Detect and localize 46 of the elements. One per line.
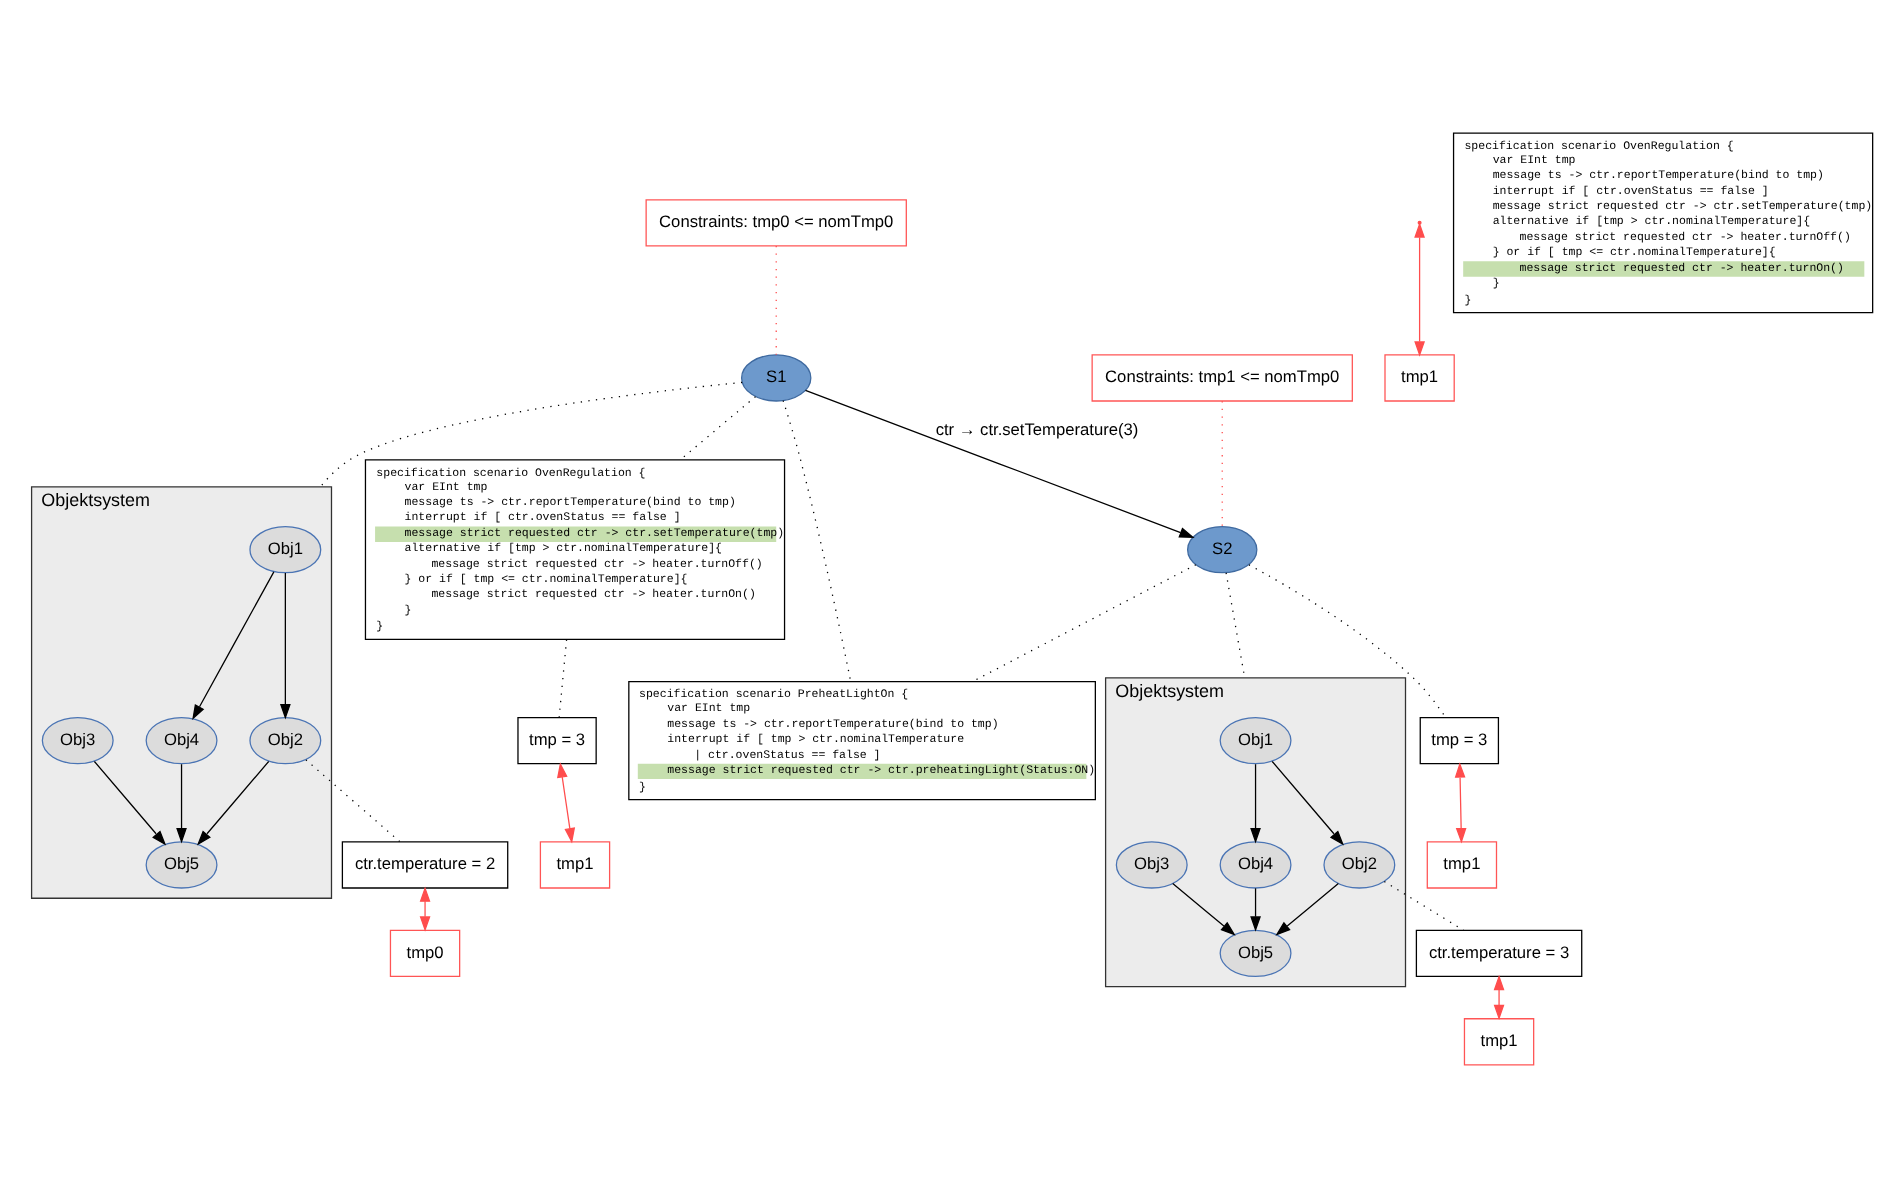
node-ellipse: Obj3 bbox=[1115, 841, 1188, 889]
node-ellipse: Obj5 bbox=[145, 841, 218, 889]
node-ellipse: Obj1 bbox=[249, 525, 322, 574]
arrow bbox=[1454, 762, 1467, 844]
arrow bbox=[557, 762, 576, 844]
node-ellipse: S1 bbox=[741, 354, 812, 402]
arrow bbox=[1250, 887, 1261, 932]
node-box: tmp1 bbox=[1426, 841, 1498, 889]
node-box: ctr.temperature = 3 bbox=[1415, 929, 1583, 978]
node-ellipse: Obj2 bbox=[1323, 841, 1396, 889]
arrow bbox=[176, 763, 187, 844]
node-box: tmp1 bbox=[1463, 1018, 1535, 1066]
node-box: tmp = 3 bbox=[517, 716, 597, 765]
arrow bbox=[1250, 763, 1261, 844]
node-ellipse: Obj5 bbox=[1219, 929, 1292, 978]
arrow bbox=[804, 389, 1195, 538]
node-box: ctr.temperature = 2 bbox=[341, 841, 509, 889]
node-box: Constraints: tmp0 <= nomTmp0 bbox=[645, 199, 907, 247]
node-ellipse: Obj1 bbox=[1219, 716, 1292, 765]
node-box: tmp0 bbox=[389, 929, 461, 978]
arrow bbox=[1271, 760, 1344, 846]
connector bbox=[775, 245, 777, 356]
node-ellipse: Obj4 bbox=[1219, 841, 1292, 889]
arrow bbox=[1275, 882, 1339, 936]
node-ellipse: Obj4 bbox=[145, 716, 218, 765]
node-box: Constraints: tmp1 <= nomTmp0 bbox=[1091, 354, 1353, 402]
arrow bbox=[93, 760, 167, 846]
connector bbox=[679, 396, 757, 461]
node-box: tmp1 bbox=[539, 841, 611, 889]
node-ellipse: Obj2 bbox=[249, 716, 322, 765]
edge-label: ctr → ctr.setTemperature(3) bbox=[935, 418, 1139, 439]
node-box: tmp1 bbox=[1384, 354, 1455, 402]
arrow bbox=[1414, 222, 1425, 357]
connector bbox=[1221, 400, 1223, 527]
connector bbox=[558, 639, 568, 718]
connector bbox=[1383, 880, 1464, 931]
node-ellipse: Obj3 bbox=[41, 716, 114, 765]
arrow bbox=[1172, 882, 1236, 936]
arrow bbox=[192, 571, 275, 721]
node-ellipse: S2 bbox=[1187, 525, 1258, 574]
arrow bbox=[196, 760, 270, 846]
node-box: tmp = 3 bbox=[1419, 716, 1500, 765]
arrow bbox=[1493, 974, 1505, 1021]
arrow bbox=[279, 572, 291, 720]
arrow bbox=[419, 886, 431, 932]
connector bbox=[305, 759, 401, 843]
